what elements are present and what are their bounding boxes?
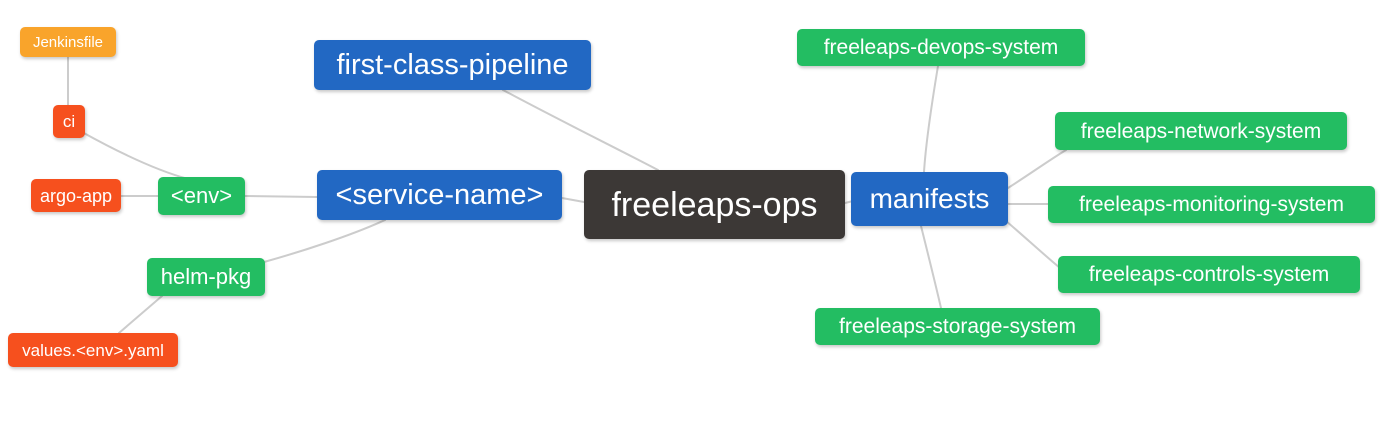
edge-manifests-storage [920, 225, 942, 309]
node-manifests[interactable]: manifests [851, 172, 1008, 226]
node-env[interactable]: <env> [158, 177, 245, 215]
edge-service-name-ops [561, 197, 585, 203]
edge-service-name-helm-pkg [263, 219, 386, 263]
edge-helm-pkg-values [118, 295, 163, 334]
node-helm-pkg[interactable]: helm-pkg [147, 258, 265, 296]
node-first-class-pipeline[interactable]: first-class-pipeline [314, 40, 591, 90]
edge-manifests-controls [1005, 220, 1061, 269]
edge-fcp-ops [502, 89, 659, 171]
node-freeleaps-ops[interactable]: freeleaps-ops [584, 170, 845, 239]
node-freeleaps-monitoring-system[interactable]: freeleaps-monitoring-system [1048, 186, 1375, 223]
node-freeleaps-storage-system[interactable]: freeleaps-storage-system [815, 308, 1100, 345]
node-service-name[interactable]: <service-name> [317, 170, 562, 220]
node-freeleaps-network-system[interactable]: freeleaps-network-system [1055, 112, 1347, 150]
edge-ci-env [81, 131, 189, 180]
node-freeleaps-devops-system[interactable]: freeleaps-devops-system [797, 29, 1085, 66]
node-jenkinsfile[interactable]: Jenkinsfile [20, 27, 116, 57]
edge-env-service-name [244, 195, 318, 198]
edge-manifests-network [1007, 149, 1067, 189]
node-freeleaps-controls-system[interactable]: freeleaps-controls-system [1058, 256, 1360, 293]
node-values-env-yaml[interactable]: values.<env>.yaml [8, 333, 178, 367]
node-ci[interactable]: ci [53, 105, 85, 138]
node-argo-app[interactable]: argo-app [31, 179, 121, 212]
edge-manifests-devops [923, 65, 939, 173]
